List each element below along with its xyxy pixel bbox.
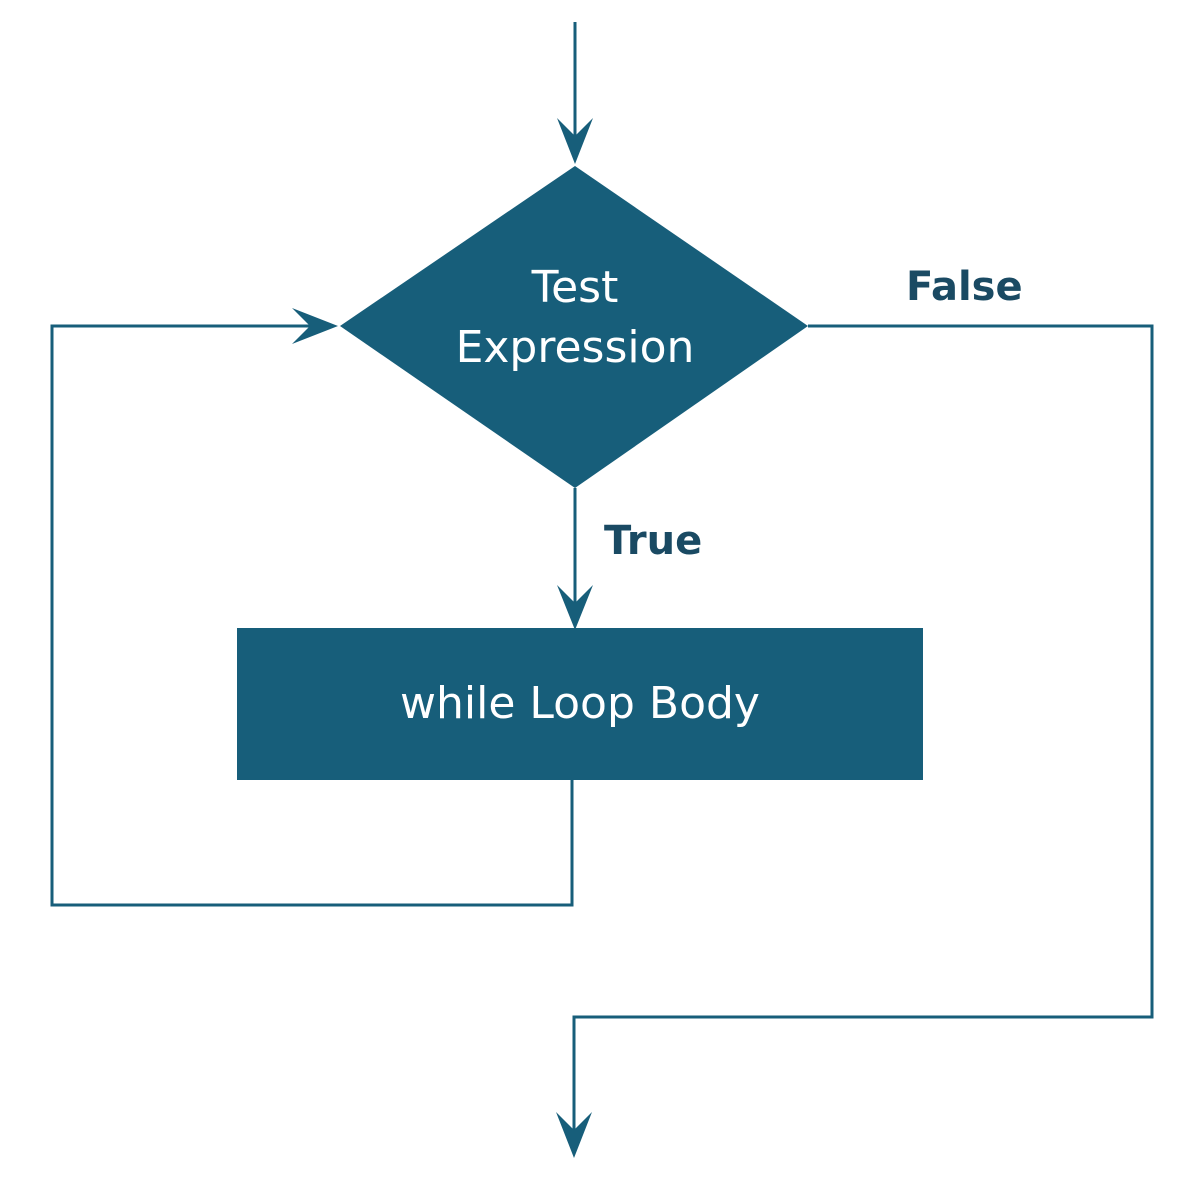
entry-arrowhead — [557, 118, 593, 164]
loop-body-label: while Loop Body — [400, 678, 760, 729]
decision-label-line2: Expression — [456, 322, 695, 373]
loop-back-connector — [50, 324, 574, 907]
true-label: True — [604, 518, 702, 564]
false-connector — [572, 324, 1154, 1135]
true-arrowhead — [557, 585, 593, 630]
exit-arrowhead — [556, 1112, 592, 1158]
loop-body-box — [237, 628, 923, 780]
loop-back-arrowhead — [292, 308, 338, 344]
decision-diamond — [340, 166, 808, 488]
decision-label-line1: Test — [531, 262, 619, 313]
false-label: False — [906, 264, 1023, 310]
